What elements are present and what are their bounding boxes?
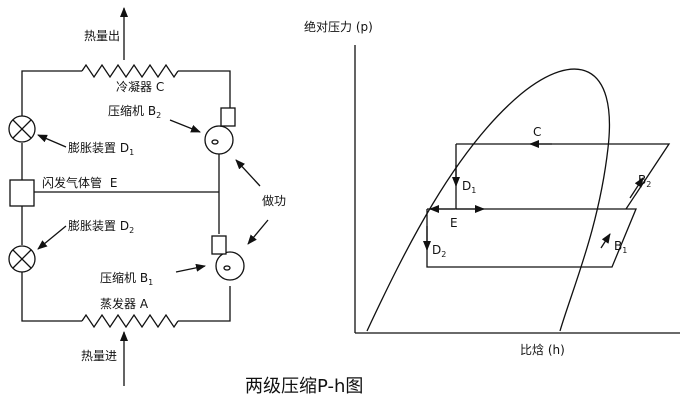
compressor-b1-label: 压缩机 B1 — [100, 270, 153, 287]
bottom-pipe-right — [178, 286, 231, 322]
evaporator-label: 蒸发器 A — [100, 296, 149, 311]
arrow-b1 — [600, 233, 611, 249]
low-stage-cycle — [426, 208, 637, 268]
diagram-caption: 两级压缩P-h图 — [245, 376, 363, 397]
ph-diagram — [354, 45, 680, 334]
ph-label-b2: B2 — [638, 173, 651, 189]
work-arrow-up — [235, 159, 261, 187]
work-arrow-down — [247, 219, 269, 245]
evaporator-coil — [81, 313, 179, 329]
expansion-valve-d1-icon — [8, 115, 36, 143]
flash-tank-icon — [9, 179, 35, 207]
condenser-coil — [81, 63, 179, 79]
flash-pipe-label: 闪发气体管 E — [42, 175, 117, 190]
condenser-label: 冷凝器 C — [116, 79, 164, 94]
heat-in-label: 热量进 — [81, 349, 117, 363]
expansion-valve-d2-icon — [8, 245, 36, 273]
expansion-d2-label: 膨胀装置 D2 — [68, 219, 134, 235]
refrigeration-circuit — [8, 7, 269, 386]
ph-x-axis-label: 比焓 (h) — [520, 342, 565, 357]
ph-label-d1: D1 — [462, 179, 476, 195]
compressor-b2-icon — [204, 107, 236, 155]
b1-pointer-arrow — [175, 263, 206, 273]
compressor-b1-icon — [211, 235, 245, 281]
b2-pointer-arrow — [169, 119, 201, 133]
expansion-d1-label: 膨胀装置 D1 — [68, 141, 134, 157]
left-pipe-bottom — [21, 272, 82, 322]
work-label: 做功 — [262, 193, 286, 208]
ph-y-axis-label: 绝对压力 (p) — [304, 19, 373, 34]
d2-pointer-arrow — [37, 225, 67, 250]
ph-label-e: E — [450, 216, 458, 230]
left-pipe-top — [21, 70, 82, 116]
saturation-dome — [366, 68, 610, 332]
arrow-b2 — [629, 177, 644, 199]
ph-label-c: C — [533, 125, 541, 139]
top-pipe-right — [178, 70, 231, 108]
ph-label-d2: D2 — [432, 243, 446, 259]
heat-out-label: 热量出 — [84, 29, 120, 43]
d1-pointer-arrow — [37, 134, 67, 148]
ph-label-b1: B1 — [614, 239, 627, 255]
compressor-b2-label: 压缩机 B2 — [108, 103, 161, 120]
